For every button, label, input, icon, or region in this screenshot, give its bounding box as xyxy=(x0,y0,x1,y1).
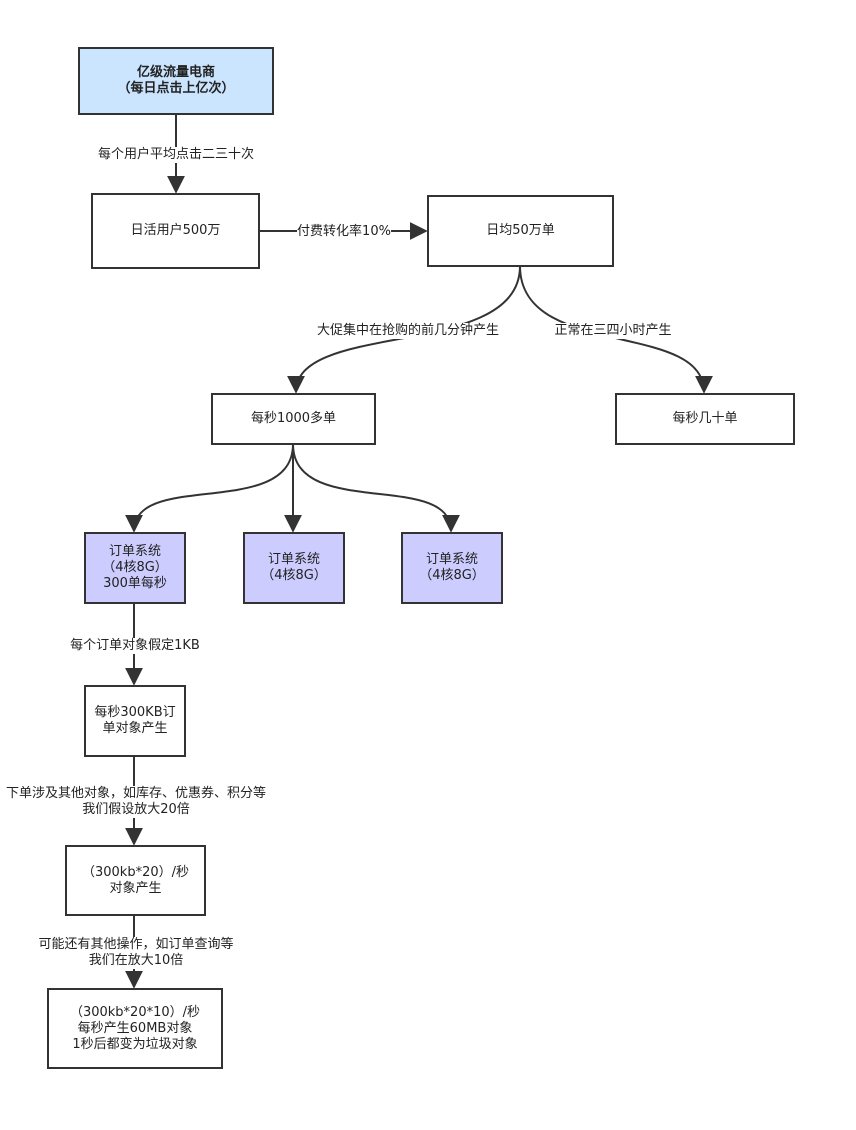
text-line: 每秒300KB订 xyxy=(94,705,176,720)
text-line: 订单系统 xyxy=(425,552,478,567)
text-line: 每个用户平均点击二三十次 xyxy=(97,147,255,162)
edge-peak-to-sys1 xyxy=(125,443,294,533)
edge-peak-to-sys3 xyxy=(292,443,460,533)
text-line: 正常在三四小时产生 xyxy=(554,323,672,338)
node-order-system-1: 订单系统（4核8G）300单每秒 xyxy=(84,532,186,604)
text-line: 可能还有其他操作，如订单查询等 xyxy=(38,937,234,952)
text-line: 1秒后都变为垃圾对象 xyxy=(72,1036,198,1052)
text-line: 订单系统 xyxy=(108,544,161,559)
label-promo: 大促集中在抢购的前几分钟产生 xyxy=(316,323,500,339)
node-order-system-3: 订单系统（4核8G） xyxy=(401,532,503,604)
text-line: 每秒产生60MB对象 xyxy=(77,1020,193,1036)
node-object-x20: （300kb*20）/秒对象产生 xyxy=(65,845,206,916)
node-daily-active-users: 日活用户500万 xyxy=(91,193,260,269)
label-amplify-20: 下单涉及其他对象，如库存、优惠券、积分等我们假设放大20倍 xyxy=(5,786,267,818)
text-line: 每个订单对象假定1KB xyxy=(70,638,200,653)
text-line: 300单每秒 xyxy=(103,576,167,591)
label-object-size: 每个订单对象假定1KB xyxy=(70,638,200,654)
text-line: 日均50万单 xyxy=(486,223,555,238)
text-line: 单对象产生 xyxy=(102,721,168,736)
node-order-system-2: 订单系统（4核8G） xyxy=(243,532,345,604)
text-line: 订单系统 xyxy=(267,552,320,567)
text-line: （4核8G） xyxy=(419,568,485,583)
node-normal-orders: 每秒几十单 xyxy=(615,393,795,445)
text-line: （每日点击上亿次） xyxy=(117,81,235,96)
node-top: 亿级流量电商（每日点击上亿次） xyxy=(78,47,274,115)
text-line: 付费转化率10% xyxy=(297,224,391,239)
node-peak-orders: 每秒1000多单 xyxy=(211,393,376,445)
text-line: （300kb*20）/秒 xyxy=(81,864,189,880)
node-daily-orders: 日均50万单 xyxy=(427,195,614,267)
text-line: （4核8G） xyxy=(102,560,168,575)
node-object-300kb: 每秒300KB订单对象产生 xyxy=(84,685,186,757)
text-line: （4核8G） xyxy=(261,568,327,583)
text-line: 对象产生 xyxy=(109,880,162,896)
text-line: 每秒1000多单 xyxy=(250,411,337,426)
label-normal-hours: 正常在三四小时产生 xyxy=(554,323,672,339)
label-conversion: 付费转化率10% xyxy=(297,224,391,240)
label-amplify-10: 可能还有其他操作，如订单查询等我们在放大10倍 xyxy=(38,937,234,969)
text-line: 每秒几十单 xyxy=(672,411,738,426)
text-line: 日活用户500万 xyxy=(130,223,221,238)
label-clicks: 每个用户平均点击二三十次 xyxy=(97,147,255,163)
text-line: 大促集中在抢购的前几分钟产生 xyxy=(316,323,500,338)
text-line: 下单涉及其他对象，如库存、优惠券、积分等 xyxy=(5,786,267,801)
text-line: 我们假设放大20倍 xyxy=(82,802,190,817)
text-line: （300kb*20*10）/秒 xyxy=(69,1004,201,1020)
text-line: 我们在放大10倍 xyxy=(88,953,184,968)
text-line: 亿级流量电商 xyxy=(136,65,215,80)
